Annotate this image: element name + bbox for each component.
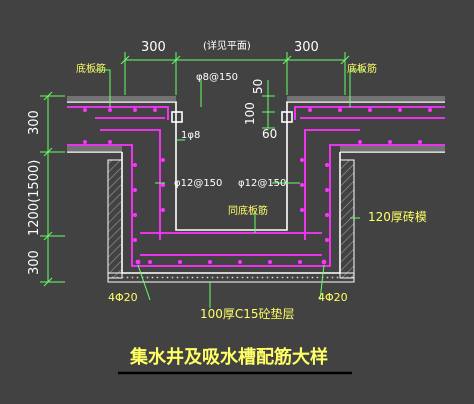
label-corner-bars-right: 4Φ20 (318, 291, 348, 304)
dim-right-50: 50 (251, 79, 265, 94)
label-bottom-bar-left: 底板筋 (76, 62, 106, 75)
label-bottom-bar-right: 底板筋 (347, 62, 377, 75)
annotations: 300 (详见平面) 300 底板筋 底板筋 φ8@150 100 50 60 … (27, 39, 427, 321)
label-cushion: 100厚C15砼垫层 (200, 306, 295, 321)
label-bar-wall-right: φ12@150 (238, 178, 286, 189)
dimension-lines (40, 52, 365, 308)
label-brick-wall: 120厚砖模 (368, 209, 427, 224)
label-bar-wall-left: φ12@150 (174, 178, 222, 189)
rebar-dots (83, 108, 432, 265)
drawing-title: 集水井及吸水槽配筋大样 (129, 346, 328, 368)
label-bar-corner: 1φ8 (181, 130, 200, 141)
dim-right-100: 100 (243, 102, 257, 125)
cushion-layer (107, 272, 355, 283)
slab-top-layer (67, 96, 445, 152)
label-corner-bars-left: 4Φ20 (108, 291, 138, 304)
label-bar-top-ring: φ8@150 (196, 72, 238, 83)
brick-formwork (107, 159, 355, 279)
dim-right-60: 60 (262, 127, 277, 141)
dim-left-300-top: 300 (27, 110, 42, 135)
dim-top-left-300: 300 (141, 40, 166, 55)
dim-left-300-bottom: 300 (27, 250, 42, 275)
dim-top-right-300: 300 (294, 40, 319, 55)
label-bar-inner: 同底板筋 (228, 204, 268, 217)
dim-left-1200: 1200(1500) (27, 160, 42, 236)
dim-see-plan: (详见平面) (203, 39, 251, 52)
rebar (67, 106, 445, 267)
